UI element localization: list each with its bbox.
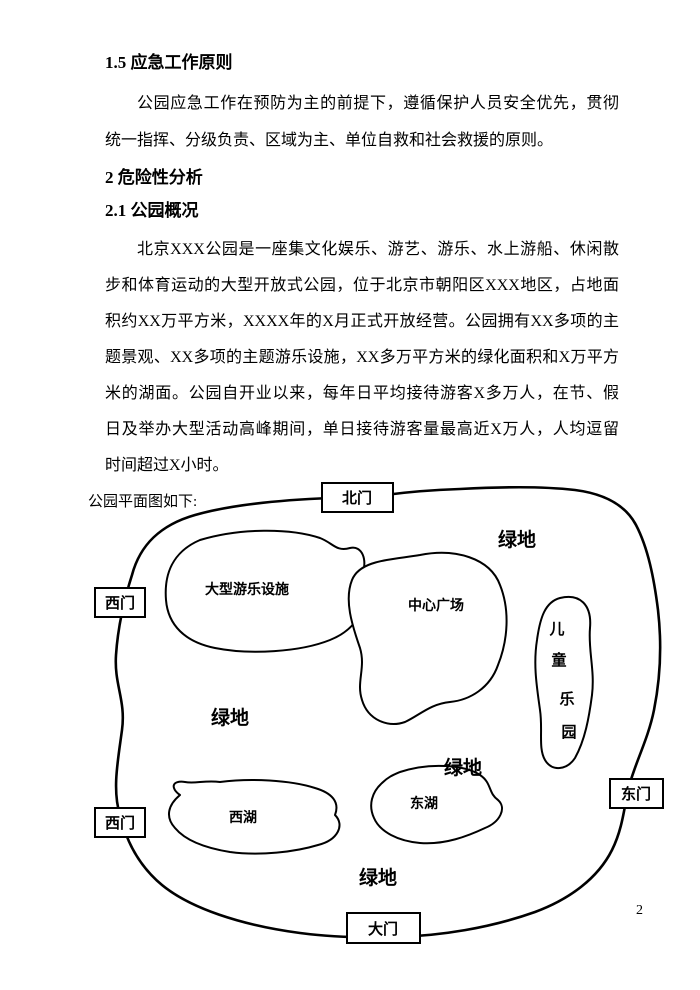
children-park-label-char: 童 <box>551 651 566 669</box>
children-park-shape <box>534 595 594 769</box>
text-line: 步和体育运动的大型开放式公园，位于北京市朝阳区XXX地区，占地面 <box>105 277 619 294</box>
gate-main-box <box>346 912 421 944</box>
gate-west-lower: 西门 <box>94 807 146 838</box>
amusement-area-label: 大型游乐设施 <box>205 581 289 598</box>
green-space-label: 绿地 <box>444 756 482 779</box>
gate-east: 东门 <box>609 778 664 809</box>
gate-east-box <box>609 778 664 809</box>
east-lake-label: 东湖 <box>410 795 438 812</box>
gate-north: 北门 <box>321 482 394 513</box>
gate-west-upper-label: 西门 <box>105 594 135 612</box>
text-line: 公园应急工作在预防为主的前提下，遵循保护人员安全优先，贯彻 <box>137 95 619 112</box>
page-number: 2 <box>636 903 643 918</box>
green-space-label: 绿地 <box>359 866 397 889</box>
heading-park-overview: 2.1 公园概况 <box>105 201 199 220</box>
text-line: 题景观、XX多项的主题游乐设施，XX多万平方米的绿化面积和X万平方 <box>105 349 619 366</box>
text-line: 统一指挥、分级负责、区域为主、单位自救和社会救援的原则。 <box>105 132 554 149</box>
green-space-label: 绿地 <box>211 706 249 729</box>
west-lake-shape <box>168 779 341 855</box>
gate-west-upper: 西门 <box>94 587 146 618</box>
gate-north-label: 北门 <box>342 489 372 507</box>
central-plaza-shape <box>347 551 508 725</box>
gate-main-label: 大门 <box>368 920 398 938</box>
park-map-figure: 大型游乐设施 中心广场 儿 童 乐 园 西湖 东湖 绿地 绿地 绿地 绿地 北门… <box>94 482 664 944</box>
green-space-label: 绿地 <box>498 528 536 551</box>
heading-emergency-principles: 1.5 应急工作原则 <box>105 53 233 72</box>
children-park-label-char: 乐 <box>559 690 574 708</box>
map-intro-label: 公园平面图如下: <box>88 494 198 510</box>
document-content: 1.5 应急工作原则 公园应急工作在预防为主的前提下，遵循保护人员安全优先，贯彻… <box>88 50 619 516</box>
central-plaza-label: 中心广场 <box>408 597 464 614</box>
gate-west-upper-box <box>94 587 146 618</box>
children-park-label-char: 园 <box>561 724 576 741</box>
gate-west-lower-box <box>94 807 146 838</box>
west-lake-label: 西湖 <box>229 810 257 826</box>
heading-risk-analysis: 2 危险性分析 <box>105 168 203 187</box>
gate-west-lower-label: 西门 <box>105 814 135 832</box>
text-line: 北京XXX公园是一座集文化娱乐、游艺、游乐、水上游船、休闲散 <box>137 241 619 258</box>
text-line: 时间超过X小时。 <box>105 457 229 474</box>
text-line: 日及举办大型活动高峰期间，单日接待游客量最高近X万人，人均逗留 <box>105 421 619 438</box>
east-lake-shape <box>370 764 503 845</box>
text-line: 积约XX万平方米，XXXX年的X月正式开放经营。公园拥有XX多项的主 <box>105 313 619 330</box>
paragraph-principles: 公园应急工作在预防为主的前提下，遵循保护人员安全优先，贯彻 统一指挥、分级负责、… <box>105 85 619 159</box>
gate-east-label: 东门 <box>621 785 651 803</box>
paragraph-park-overview: 北京XXX公园是一座集文化娱乐、游艺、游乐、水上游船、休闲散 步和体育运动的大型… <box>105 232 619 484</box>
gate-main: 大门 <box>346 912 421 944</box>
children-park-label-char: 儿 <box>548 621 564 638</box>
text-line: 米的湖面。公园自开业以来，每年日平均接待游客X多万人，在节、假 <box>105 385 619 402</box>
gate-north-box <box>321 482 394 513</box>
